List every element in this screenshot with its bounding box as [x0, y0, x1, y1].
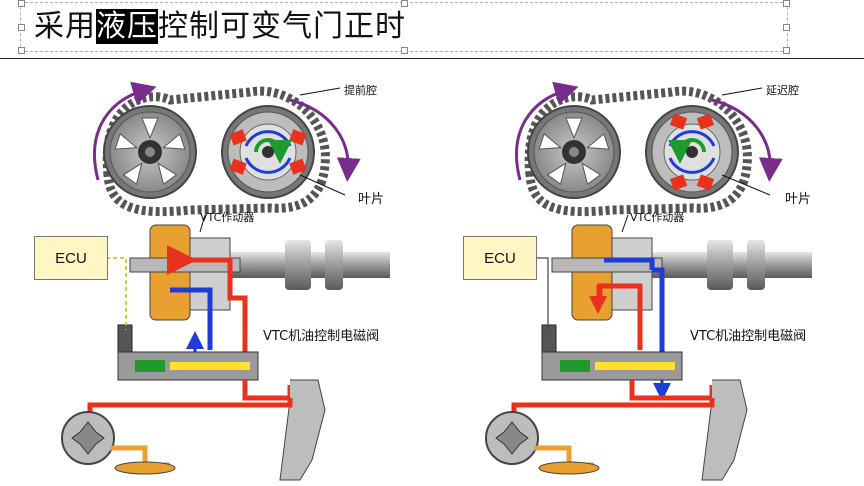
- timing-chain: [524, 86, 752, 217]
- title-highlight: 液压: [96, 9, 158, 44]
- title-divider: [0, 58, 864, 59]
- vane-leader: [721, 174, 771, 196]
- left-diagram: [61, 81, 390, 481]
- pump-line: [87, 398, 293, 425]
- drive-sprocket: [103, 105, 197, 199]
- retard-chamber-label: 延迟腔: [766, 84, 799, 97]
- resize-handle[interactable]: [783, 24, 790, 31]
- resize-handle[interactable]: [783, 0, 790, 7]
- cylinder-block: [701, 379, 748, 481]
- vtc-diagrams: [61, 81, 812, 481]
- supply-line: [629, 380, 715, 401]
- cam-lobe: [707, 240, 733, 290]
- vane-label-left: 叶片: [358, 192, 385, 207]
- drive-sprocket: [527, 105, 621, 199]
- actuator-label-right: VTC作动器: [630, 211, 685, 224]
- cylinder-block: [279, 379, 326, 481]
- resize-handle[interactable]: [401, 47, 408, 54]
- rotation-arrow-right: [289, 98, 361, 182]
- rotation-arrow-left: [515, 81, 579, 181]
- resize-handle[interactable]: [783, 47, 790, 54]
- solenoid-label-right: VTC机油控制电磁阀: [690, 329, 807, 344]
- actuator-label-left: VTC作动器: [200, 211, 255, 224]
- pressure-oil-line: [597, 283, 643, 350]
- resize-handle[interactable]: [401, 0, 408, 7]
- ecu-box-left: ECU: [34, 236, 108, 280]
- resize-handle[interactable]: [18, 47, 25, 54]
- vane-leader: [299, 174, 346, 196]
- actuator-leader: [199, 214, 206, 233]
- solenoid-label-left: VTC机油控制电磁阀: [263, 329, 380, 344]
- rotation-arrow-left: [93, 81, 157, 181]
- ecu-signal-line: [106, 257, 127, 330]
- solenoid-connector: [117, 324, 133, 356]
- solenoid-connector: [541, 324, 557, 356]
- pump-line: [511, 398, 715, 425]
- chamber-leader: [721, 87, 763, 96]
- title-suffix: 控制可变气门正时: [158, 9, 406, 44]
- chamber-leader: [299, 87, 341, 96]
- vane-label-right: 叶片: [785, 192, 812, 207]
- return-oil-line: [170, 287, 213, 350]
- return-oil-line: [604, 257, 655, 270]
- advance-chamber-label: 提前腔: [344, 84, 377, 97]
- ecu-box-right: ECU: [463, 236, 537, 280]
- cam-lobe: [747, 240, 765, 290]
- cam-lobe: [325, 240, 343, 290]
- pressure-oil-line: [167, 245, 248, 352]
- resize-handle[interactable]: [18, 24, 25, 31]
- right-diagram: [485, 81, 812, 481]
- actuator-housing: [611, 237, 653, 311]
- title-prefix: 采用: [34, 9, 96, 44]
- slide-title: 采用液压控制可变气门正时: [34, 6, 406, 48]
- rotation-arrow-right: [711, 98, 783, 182]
- resize-handle[interactable]: [18, 0, 25, 7]
- timing-chain: [102, 86, 330, 217]
- title-placeholder-box[interactable]: [18, 0, 790, 54]
- actuator-leader: [621, 214, 629, 233]
- supply-line: [242, 380, 293, 401]
- cam-lobe: [285, 240, 311, 290]
